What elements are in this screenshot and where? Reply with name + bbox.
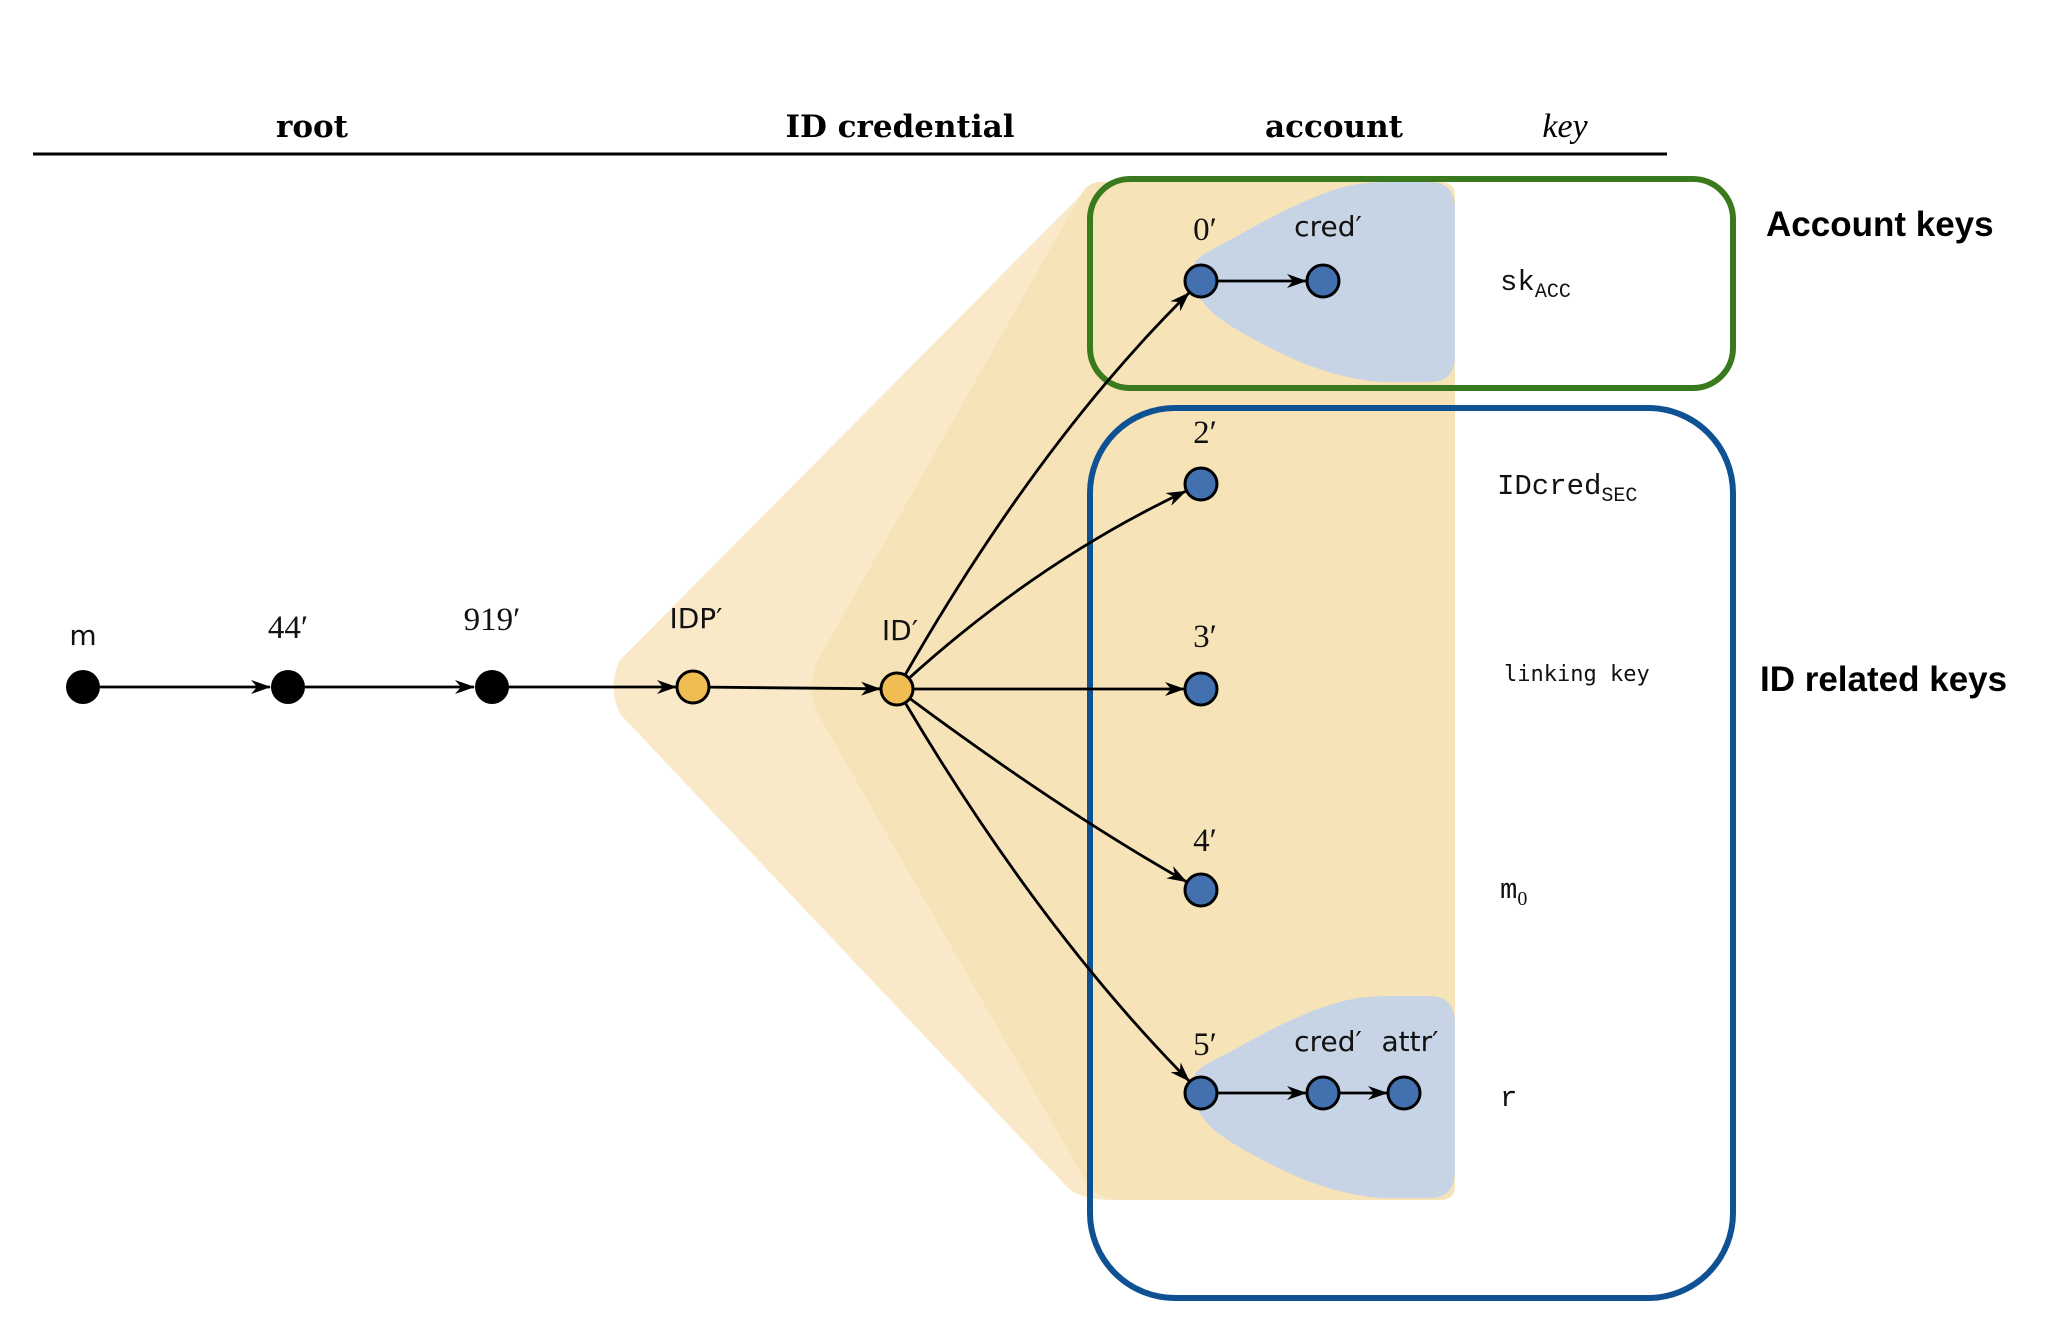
node-label-cred-account: cred′	[1294, 210, 1362, 243]
nodes	[66, 263, 1422, 1111]
id-related-keys-box	[1087, 405, 1736, 1301]
node-n919	[475, 670, 509, 704]
node-label-919: 919′	[464, 602, 521, 638]
key-idcred-sec: IDcredSEC	[1497, 470, 1637, 508]
node-id	[879, 671, 915, 707]
node-n5cred	[1305, 1075, 1341, 1111]
edge-id-to-n2	[907, 489, 1187, 680]
node-label-id: ID′	[882, 614, 918, 647]
node-label-3: 3′	[1193, 619, 1217, 655]
header-root: root	[276, 109, 349, 145]
node-labels: m 44′ 919′ IDP′ ID′ 0′ cred′ 2′ 3′ 4′ 5′…	[69, 210, 1438, 1063]
key-m0-main: m	[1500, 874, 1517, 907]
key-sk-sub: ACC	[1535, 281, 1571, 304]
key-m0: m0	[1500, 874, 1527, 910]
node-n3	[1183, 671, 1219, 707]
node-n0	[1183, 263, 1219, 299]
node-n44	[271, 670, 305, 704]
node-n2	[1183, 466, 1219, 502]
node-label-attr: attr′	[1382, 1025, 1439, 1058]
node-n4	[1183, 872, 1219, 908]
account-keys-label: Account keys	[1766, 205, 1994, 244]
node-m	[66, 670, 100, 704]
key-r: r	[1500, 1082, 1517, 1115]
node-n5	[1183, 1075, 1219, 1111]
edge-id-to-n5	[903, 702, 1191, 1082]
header: root ID credential account key	[33, 108, 1667, 156]
edges	[100, 274, 1388, 1100]
node-label-2: 2′	[1193, 415, 1217, 451]
id-related-keys-label: ID related keys	[1760, 660, 2007, 699]
key-sk-acc: skACC	[1500, 266, 1571, 304]
key-idcred-sub: SEC	[1601, 485, 1637, 508]
edge-idp-to-id	[708, 681, 882, 696]
key-column: skACC IDcredSEC linking key m0 r	[1497, 266, 1650, 1115]
node-label-5: 5′	[1193, 1027, 1217, 1063]
node-label-44: 44′	[268, 610, 308, 646]
edge-id-to-n0	[903, 291, 1190, 676]
id-subtree-hull	[811, 182, 1455, 1200]
node-label-m: m	[69, 619, 96, 652]
node-label-idp: IDP′	[669, 602, 722, 635]
header-account: account	[1265, 109, 1404, 145]
node-label-cred-id: cred′	[1294, 1025, 1362, 1058]
header-id-credential: ID credential	[785, 109, 1014, 145]
node-n0cred	[1305, 263, 1341, 299]
header-key: key	[1542, 108, 1588, 145]
node-n5attr	[1386, 1075, 1422, 1111]
edge-id-to-n4	[909, 697, 1188, 883]
key-idcred-main: IDcred	[1497, 470, 1601, 503]
key-sk-main: sk	[1500, 266, 1535, 299]
node-label-0: 0′	[1193, 212, 1217, 248]
node-idp	[675, 669, 711, 705]
key-m0-sub: 0	[1517, 888, 1527, 910]
key-linking: linking key	[1504, 662, 1650, 687]
node-label-4: 4′	[1193, 823, 1217, 859]
account-keys-box	[1087, 176, 1736, 391]
